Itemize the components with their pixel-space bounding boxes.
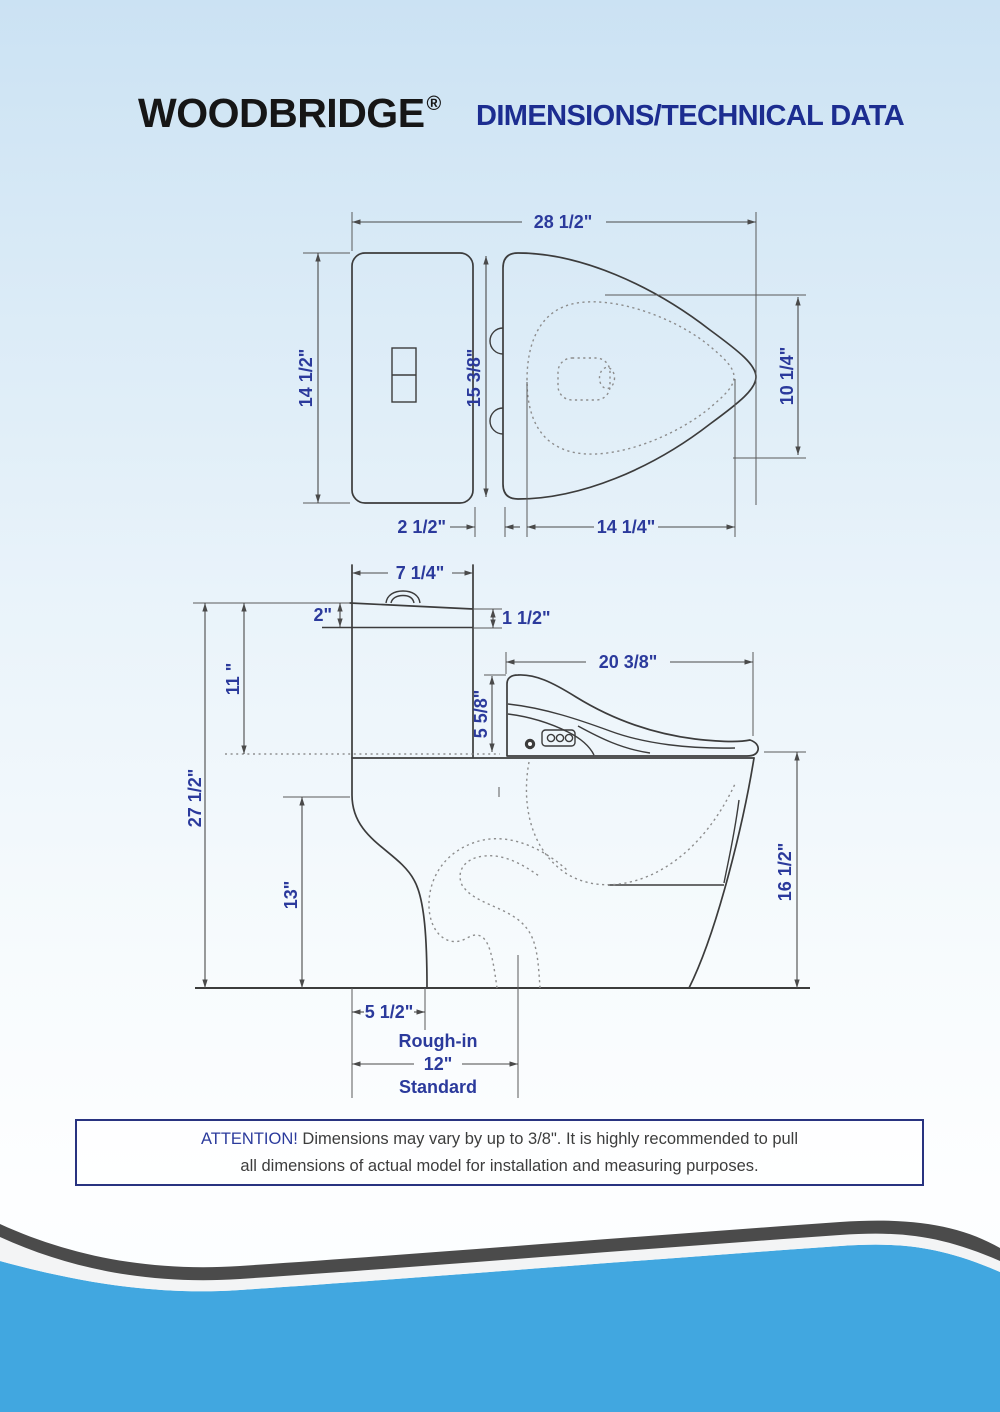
bowl-interior-dashed [525,761,736,886]
wave-white [0,1233,1000,1292]
brand-text: WOODBRIDGE [138,90,425,136]
attention-line-1: ATTENTION! Dimensions may vary by up to … [201,1126,798,1152]
trapway-outer-dashed [428,838,568,989]
bidet-seat-outline [506,674,760,757]
dim-seat-length: 20 3/8" [599,652,658,672]
brand-logo: WOODBRIDGE® [138,90,442,136]
footer-wave [0,1220,1000,1412]
dim-lid-back: 2" [313,605,332,625]
body-left-outline [351,564,428,989]
dim-hinge-gap: 2 1/2" [397,517,446,537]
tank-top-view [351,252,474,504]
panel-button-1 [546,733,556,743]
bowl-inner-edge [723,799,740,884]
registered-mark: ® [426,93,442,115]
power-knob [524,738,536,750]
control-panel [541,729,576,747]
wave-blue [0,1244,1000,1412]
dim-tank-height: 11 " [223,663,243,696]
top-view-drawing: 28 1/2" 14 1/2" 15 3/8" 10 1/4" 2 1/2" 1… [296,212,806,537]
seat-seam-2 [507,713,595,756]
dim-tank-depth: 7 1/4" [396,563,445,583]
hinge-top [489,327,504,355]
rough-in-note: Standard [399,1077,477,1097]
dim-opening-length: 14 1/4" [597,517,656,537]
panel-button-2 [555,733,565,743]
attention-box: ATTENTION! Dimensions may vary by up to … [75,1119,924,1186]
seat-lid-outline [502,252,757,500]
bowl-front-outline [688,757,755,989]
trapway-inner-dashed [459,855,541,989]
flush-jet-dashed [557,357,611,401]
dim-overall-length: 28 1/2" [534,212,593,232]
dim-outlet-offset: 5 1/2" [365,1002,414,1022]
tank-top-edge [349,602,474,610]
drain-dashed [598,366,616,390]
panel-button-3 [564,733,574,743]
rough-in-label: Rough-in [399,1031,478,1051]
dim-overall-height: 27 1/2" [185,769,205,828]
rough-in-value: 12" [424,1054,453,1074]
attention-highlight: ATTENTION! [200,1130,298,1149]
dim-rim-height: 16 1/2" [775,843,795,902]
side-view-dimension-lines [202,570,800,1067]
wave-dark [0,1220,1000,1281]
attention-text-1: Dimensions may vary by up to 3/8". It is… [297,1130,799,1149]
flush-button-side [385,590,421,604]
header: WOODBRIDGE® DIMENSIONS/TECHNICAL DATA [0,0,1000,170]
dim-opening-width: 10 1/4" [777,347,797,406]
side-view-drawing: 7 1/4" 2" 1 1/2" 20 3/8" 5 5/8" 11 " 27 … [185,563,810,1098]
dim-lid-front: 1 1/2" [502,608,551,628]
dim-tank-width: 14 1/2" [296,349,316,408]
top-view-extension-lines [303,212,806,537]
top-view-dimension-lines [315,219,801,530]
attention-line-2: all dimensions of actual model for insta… [240,1156,759,1175]
seat-seam-1 [507,703,736,749]
side-view-extension-lines [193,602,806,1098]
seat-opening-dashed [526,301,735,455]
hinge-bottom [489,407,504,435]
dim-seat-height: 5 5/8" [471,690,491,739]
seat-seam-3 [577,725,651,754]
flush-button-inner [390,594,415,604]
dim-trapway-height: 13" [281,881,301,910]
page-title: DIMENSIONS/TECHNICAL DATA [476,100,905,132]
dim-seat-width: 15 3/8" [464,349,484,408]
